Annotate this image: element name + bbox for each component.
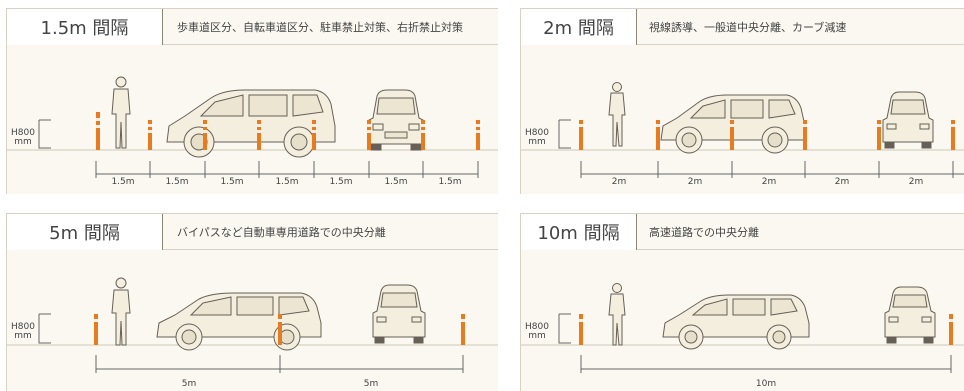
dimension-label: 2m: [611, 177, 627, 187]
height-value: H800: [525, 322, 549, 332]
panel-description: バイパスなど自動車専用道路での中央分離: [177, 226, 386, 239]
height-bracket: [38, 314, 51, 344]
delineator-post-icon: [94, 314, 98, 345]
dimension-label: 1.5m: [220, 177, 244, 187]
height-label: H800 mm: [11, 129, 35, 147]
dimension-label: 1.5m: [384, 177, 408, 187]
delineator-post-icon: [367, 120, 371, 150]
delineator-post-icon: [730, 120, 734, 150]
panel-description: 視線誘導、一般道中央分離、カーブ減速: [649, 21, 847, 34]
delineator-post-icon: [579, 120, 583, 150]
car-side-icon: [166, 89, 336, 158]
spacing-diagram: [7, 76, 498, 178]
car-side-icon: [156, 292, 322, 351]
height-value: H800: [11, 322, 35, 332]
car-front-icon: [372, 284, 426, 344]
dimension-line: [580, 355, 952, 373]
person-icon: [111, 277, 131, 346]
car-front-icon: [882, 91, 934, 149]
delineator-post-icon: [203, 120, 207, 150]
height-value: H800: [525, 128, 549, 138]
panel-header: 2m 間隔 視線誘導、一般道中央分離、カーブ減速: [521, 9, 964, 45]
dimension-label: 1.5m: [329, 177, 353, 187]
delineator-post-icon: [96, 112, 100, 150]
height-unit: mm: [14, 137, 32, 147]
car-side-icon: [662, 294, 810, 350]
dimension-label: 1.5m: [275, 177, 299, 187]
panel-description: 歩車道区分、自転車道区分、駐車禁止対策、右折禁止対策: [177, 21, 463, 34]
dimension-line: [95, 355, 464, 373]
delineator-post-icon: [476, 120, 480, 150]
panel-10m: 10m 間隔 高速道路での中央分離 H800 mm: [520, 213, 964, 391]
delineator-post-icon: [148, 120, 152, 150]
panel-title: 10m 間隔: [521, 214, 637, 250]
delineator-post-icon: [803, 120, 807, 150]
delineator-post-icon: [312, 120, 316, 150]
dimension-label: 2m: [834, 177, 850, 187]
dimension-line: [95, 161, 479, 178]
panel-header: 10m 間隔 高速道路での中央分離: [521, 214, 964, 250]
dimension-label: 5m: [181, 379, 197, 389]
delineator-post-icon: [656, 120, 660, 150]
spacing-diagram: [7, 277, 498, 373]
dimension-label: 2m: [761, 177, 777, 187]
height-bracket: [38, 120, 51, 149]
height-unit: mm: [528, 137, 546, 147]
delineator-post-icon: [461, 314, 465, 345]
delineator-post-icon: [579, 314, 583, 345]
spacing-diagram: [521, 283, 964, 373]
panel-title: 2m 間隔: [521, 9, 637, 45]
dimension-label: 2m: [687, 177, 703, 187]
dimension-label: 10m: [755, 379, 777, 389]
panel-title: 1.5m 間隔: [7, 9, 163, 45]
height-unit: mm: [14, 331, 32, 341]
panel-title: 5m 間隔: [7, 214, 163, 250]
person-icon: [608, 283, 626, 346]
delineator-post-icon: [278, 314, 282, 345]
panel-1-5m: 1.5m 間隔 歩車道区分、自転車道区分、駐車禁止対策、右折禁止対策 H800 …: [6, 8, 498, 194]
height-label: H800 mm: [11, 323, 35, 341]
delineator-post-icon: [951, 120, 955, 150]
person-icon: [608, 82, 626, 147]
panel-description: 高速道路での中央分離: [649, 226, 759, 239]
height-bracket: [558, 314, 571, 344]
panel-header: 1.5m 間隔 歩車道区分、自転車道区分、駐車禁止対策、右折禁止対策: [7, 9, 498, 45]
height-bracket: [558, 120, 571, 149]
dimension-label: 2m: [908, 177, 924, 187]
height-value: H800: [11, 128, 35, 138]
person-icon: [111, 76, 131, 149]
height-label: H800 mm: [525, 323, 549, 341]
dimension-label: 1.5m: [438, 177, 462, 187]
dimension-label: 1.5m: [165, 177, 189, 187]
delineator-post-icon: [257, 120, 261, 150]
dimension-line: [580, 161, 964, 178]
height-label: H800 mm: [525, 129, 549, 147]
height-unit: mm: [528, 331, 546, 341]
panel-5m: 5m 間隔 バイパスなど自動車専用道路での中央分離 H800 mm: [6, 213, 498, 391]
panel-header: 5m 間隔 バイパスなど自動車専用道路での中央分離: [7, 214, 498, 250]
dimension-label: 5m: [363, 379, 379, 389]
dimension-label: 1.5m: [111, 177, 135, 187]
car-front-icon: [884, 286, 936, 344]
delineator-post-icon: [421, 120, 425, 150]
spacing-diagram: [521, 82, 964, 178]
delineator-post-icon: [949, 314, 953, 345]
panel-2m: 2m 間隔 視線誘導、一般道中央分離、カーブ減速 H800 mm: [520, 8, 964, 194]
car-side-icon: [660, 94, 806, 154]
car-front-icon: [368, 89, 424, 151]
delineator-post-icon: [877, 120, 881, 150]
